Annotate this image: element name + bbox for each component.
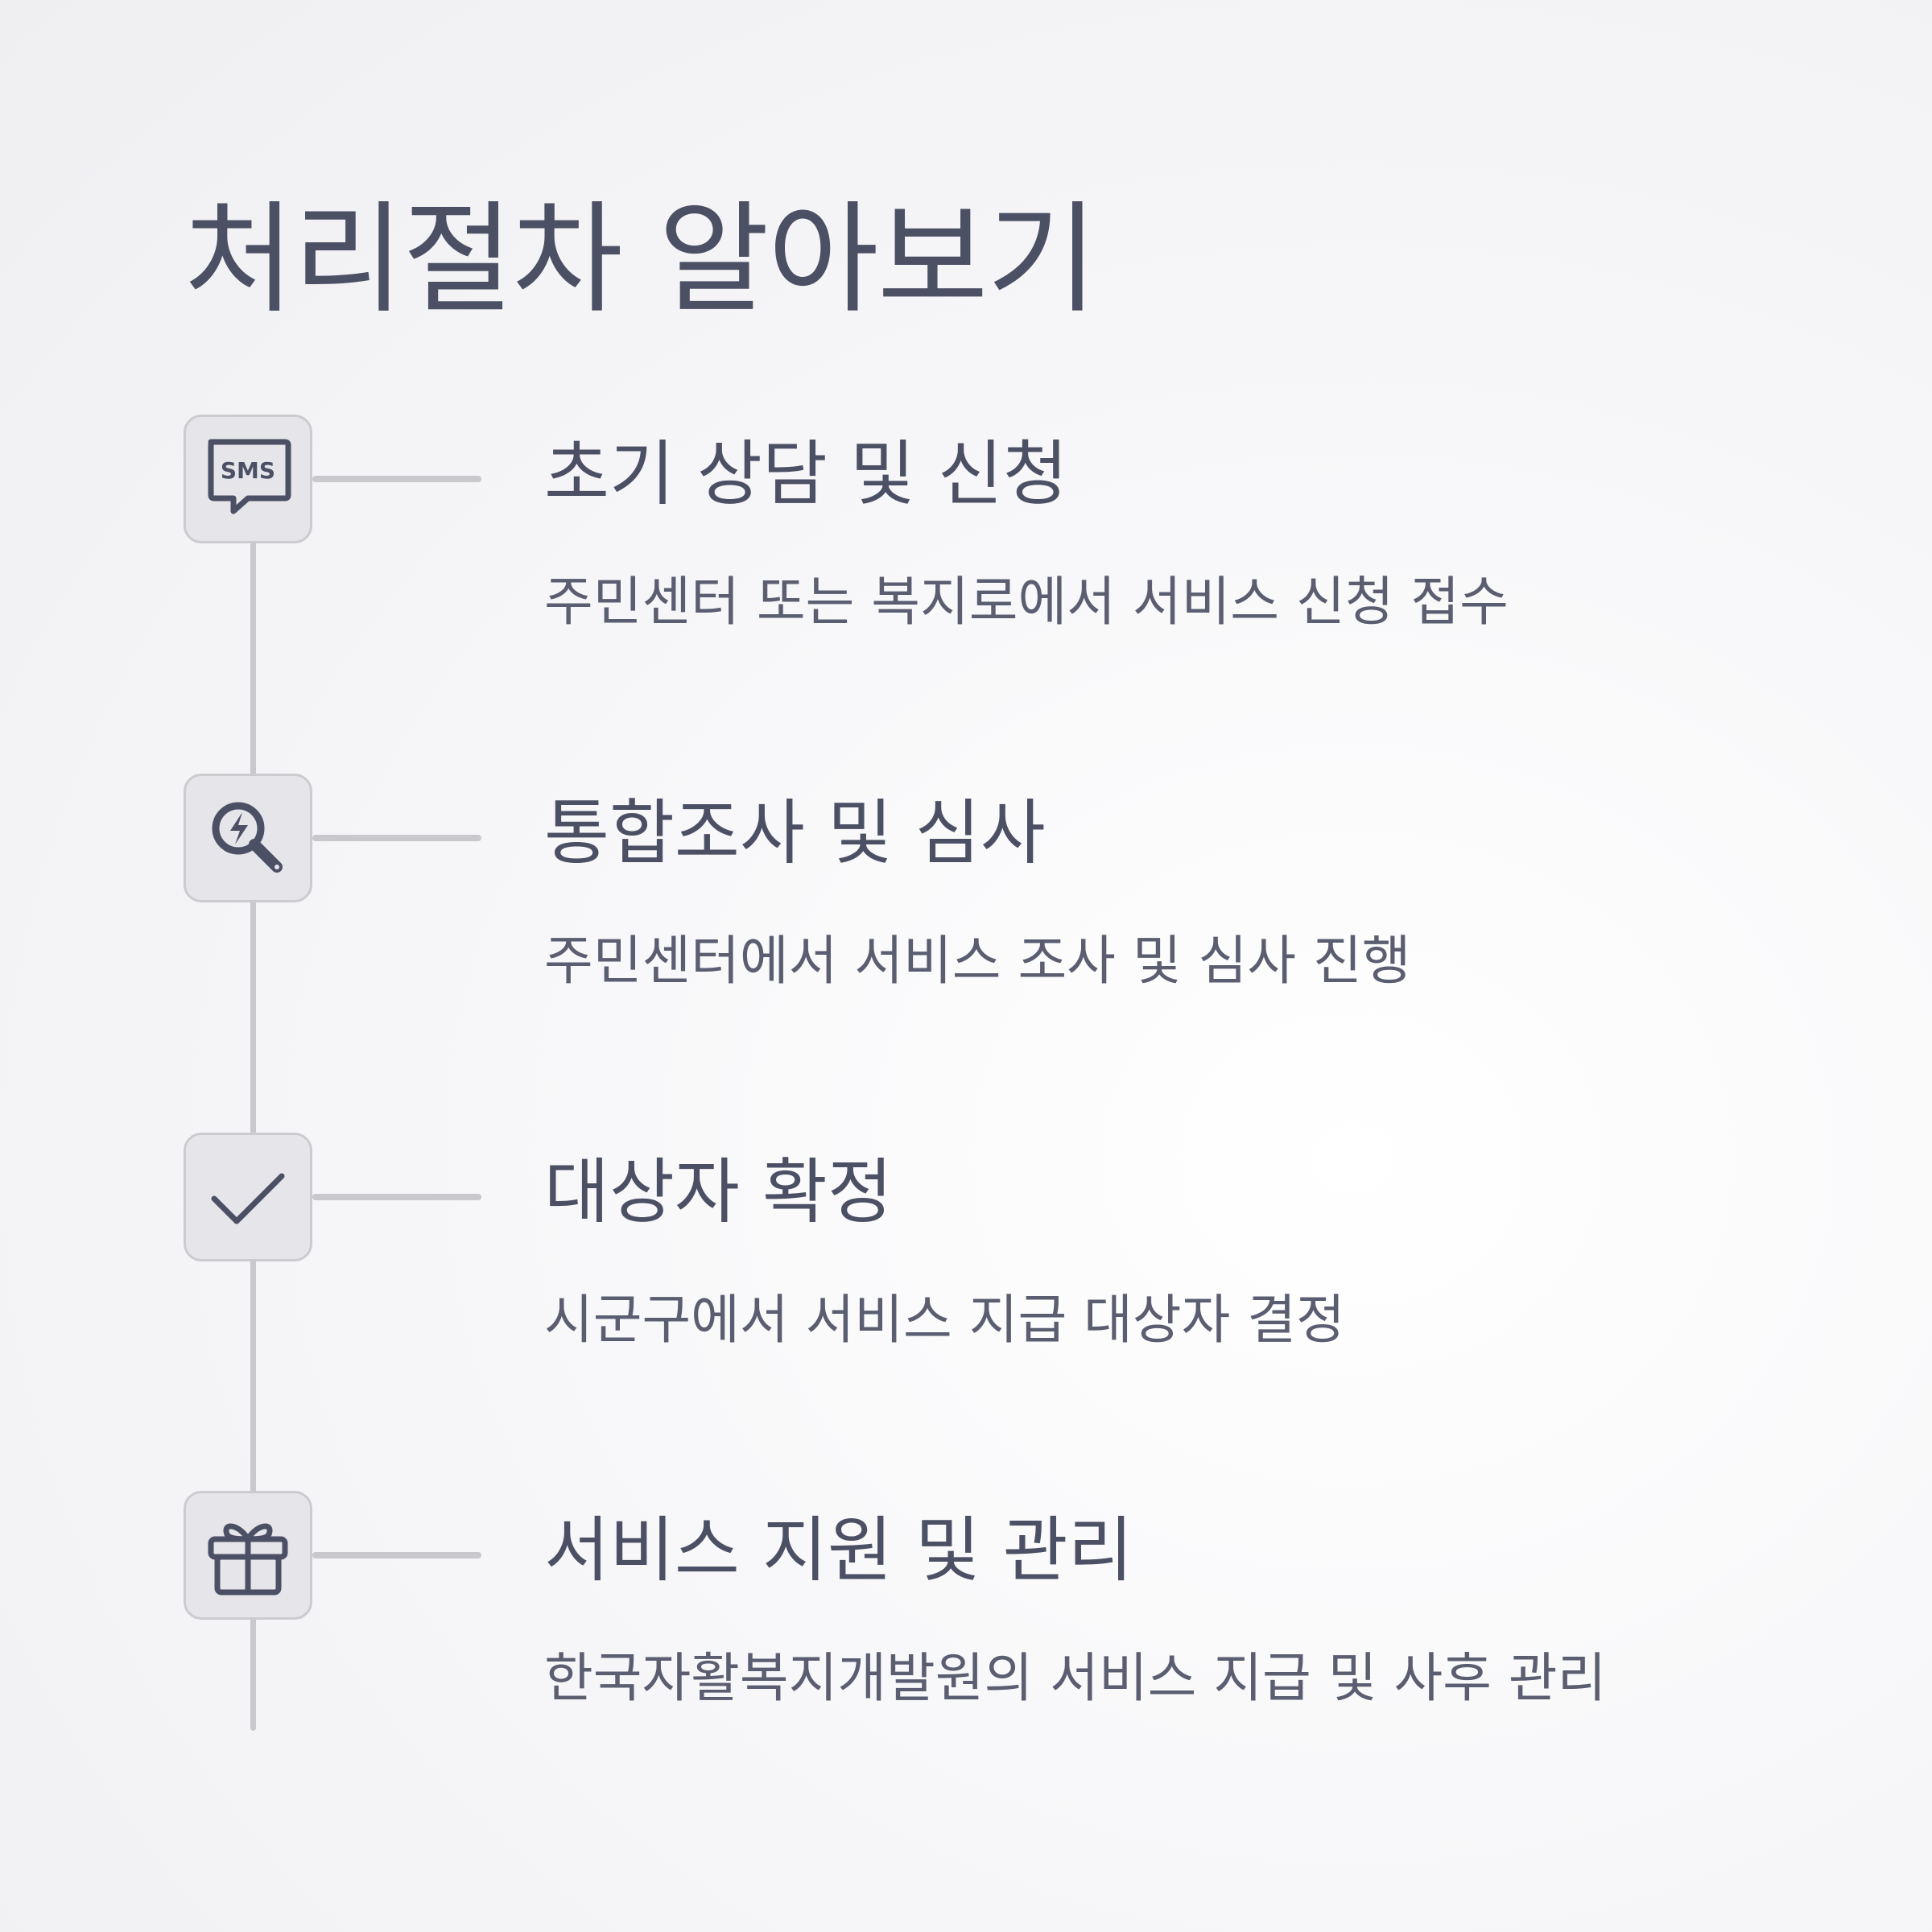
step-description: 시군구에서 서비스 지급 대상자 결정 (544, 1289, 1345, 1351)
process-step-3: 대상자 확정 시군구에서 서비스 지급 대상자 결정 (0, 1133, 1932, 1374)
process-step-1: SMS 초기 상담 및 신청 주민센터 또는 복지로에서 서비스 신청 접수 (0, 415, 1932, 656)
step-title: 초기 상담 및 신청 (544, 432, 1068, 515)
process-step-2: 통합조사 및 심사 주민센터에서 서비스 조사 및 심사 진행 (0, 774, 1932, 1015)
step-icon-box (184, 1133, 312, 1261)
step-icon-box (184, 1491, 312, 1620)
step-title: 서비스 지원 및 관리 (544, 1509, 1133, 1591)
step-title: 대상자 확정 (544, 1150, 893, 1233)
step-connector (312, 476, 481, 482)
step-title: 통합조사 및 심사 (544, 791, 1046, 874)
step-icon-box (184, 774, 312, 902)
step-description: 주민센터 또는 복지로에서 서비스 신청 접수 (544, 571, 1509, 633)
step-connector (312, 1194, 481, 1200)
timeline-line (250, 483, 256, 1731)
step-icon-box: SMS (184, 415, 312, 543)
step-connector (312, 835, 481, 841)
process-step-4: 서비스 지원 및 관리 한국자활복지개발원의 서비스 지급 및 사후 관리 (0, 1491, 1932, 1732)
checkmark-icon (203, 1152, 293, 1242)
search-lightning-icon (203, 793, 293, 883)
step-description: 주민센터에서 서비스 조사 및 심사 진행 (544, 930, 1411, 992)
sms-message-icon: SMS (203, 434, 293, 524)
sms-icon-text: SMS (221, 457, 275, 484)
step-connector (312, 1552, 481, 1558)
gift-icon (203, 1510, 293, 1600)
step-description: 한국자활복지개발원의 서비스 지급 및 사후 관리 (544, 1647, 1607, 1709)
page-title: 처리절차 알아보기 (184, 190, 1098, 330)
